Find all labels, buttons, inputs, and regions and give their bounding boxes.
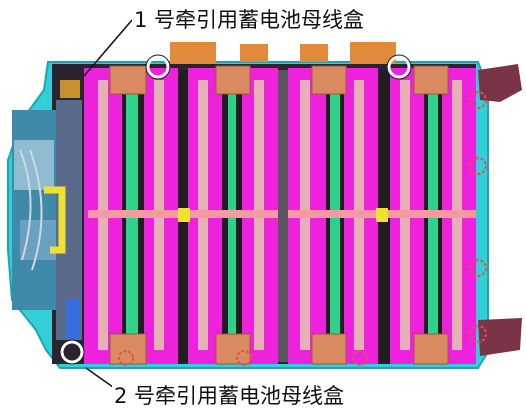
- busbar-box-markers: [60, 55, 411, 364]
- top-busbar-box-label: 1 号牵引用蓄电池母线盒: [132, 8, 367, 32]
- mounting-brackets: [478, 64, 522, 356]
- busbar-box-markers-outline: [59, 54, 412, 365]
- yellow-connectors: [178, 208, 388, 222]
- mount-point-markers: [118, 91, 487, 366]
- wiring-harness-area: [12, 80, 82, 340]
- top-callout-leader: [83, 19, 133, 77]
- terminal-blocks: [109, 65, 449, 365]
- top-lifting-tabs: [170, 42, 396, 64]
- bottom-busbar-box-label: 2 号牵引用蓄电池母线盒: [112, 384, 347, 408]
